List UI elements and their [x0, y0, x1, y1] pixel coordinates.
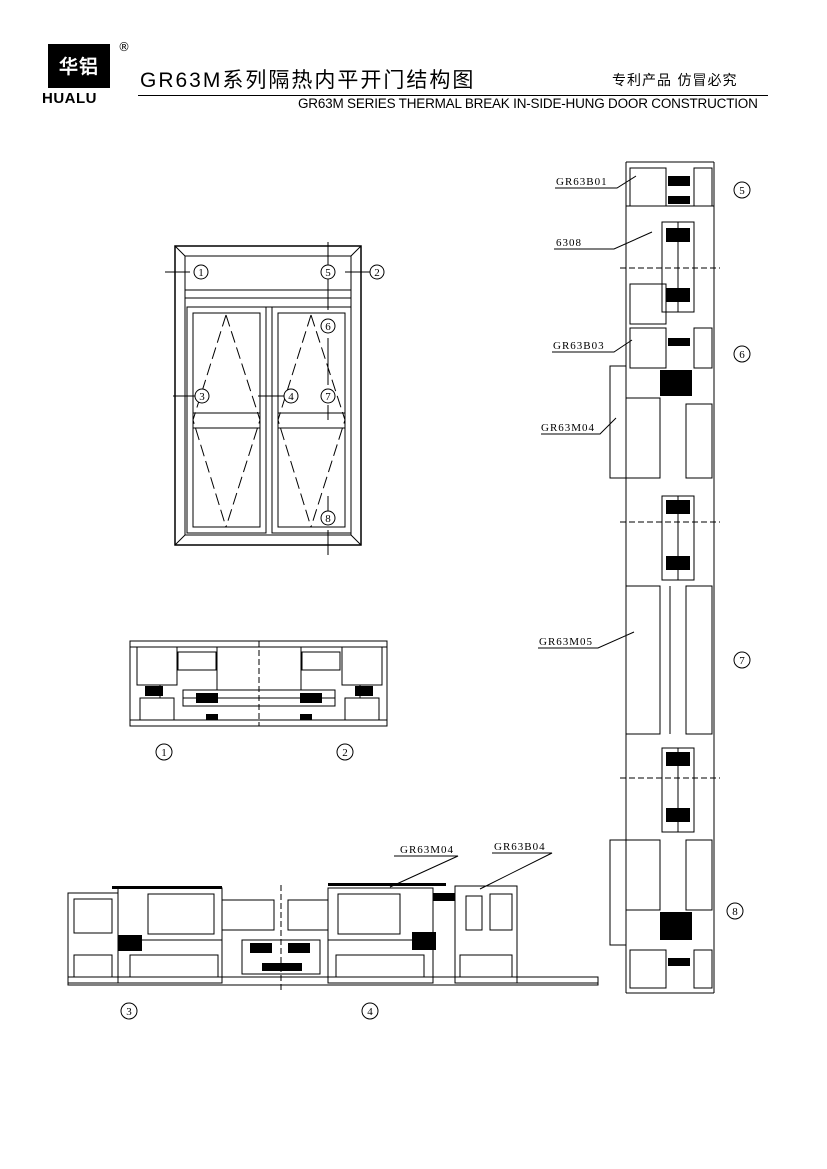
elevation-markers: 1 2 3 4 5 6 7 8 — [193, 264, 385, 526]
logo-english-text: HUALU — [42, 90, 97, 107]
section-5-marker: 5 — [733, 181, 751, 199]
section-4-marker: 4 — [361, 1002, 379, 1020]
marker-4-text: 4 — [288, 391, 294, 403]
section-transom-thermal-strips — [145, 686, 373, 720]
section-7-marker-text: 7 — [739, 655, 745, 667]
section-5-marker-text: 5 — [739, 185, 745, 197]
section-3-marker: 3 — [120, 1002, 138, 1020]
marker-2: 2 — [369, 264, 385, 280]
section-vertical-thermal-strips — [660, 176, 692, 966]
marker-8-text: 8 — [325, 513, 331, 525]
section-8-marker: 8 — [726, 902, 744, 920]
section-door-thermal-strips — [112, 883, 455, 971]
callout-gr63b01: GR63B01 — [555, 175, 637, 189]
marker-2-text: 2 — [374, 267, 380, 279]
section-2-marker-text: 2 — [342, 747, 348, 759]
callout-gr63b04: GR63B04 — [479, 841, 553, 890]
callout-gr63b01-text: GR63B01 — [556, 176, 608, 188]
marker-5: 5 — [320, 264, 336, 280]
marker-5-text: 5 — [325, 267, 331, 279]
callout-6308: 6308 — [554, 231, 653, 250]
marker-3-text: 3 — [199, 391, 205, 403]
logo-chinese-text: 华铝 — [58, 56, 99, 78]
marker-1-text: 1 — [198, 267, 204, 279]
marker-3: 3 — [194, 388, 210, 404]
brand-logo: 华铝 — [48, 44, 116, 88]
section-8-marker-text: 8 — [732, 906, 738, 918]
callout-gr63b03-text: GR63B03 — [553, 340, 605, 352]
section-6-marker: 6 — [733, 345, 751, 363]
section-7-marker: 7 — [733, 651, 751, 669]
marker-7-text: 7 — [325, 391, 331, 403]
section-3-marker-text: 3 — [126, 1006, 132, 1018]
marker-6-text: 6 — [325, 321, 331, 333]
title-rule — [138, 95, 768, 96]
callout-gr63b03: GR63B03 — [552, 339, 633, 353]
logo-mark: 华铝 — [48, 44, 110, 88]
registered-mark: ® — [118, 40, 130, 54]
section-4-marker-text: 4 — [367, 1006, 373, 1018]
callout-gr63m04-vertical: GR63M04 — [541, 417, 617, 435]
marker-8: 8 — [320, 510, 336, 526]
section-6-marker-text: 6 — [739, 349, 745, 361]
page-subtitle: GR63M SERIES THERMAL BREAK IN-SIDE-HUNG … — [298, 96, 758, 111]
page-title: GR63M系列隔热内平开门结构图 — [140, 69, 476, 92]
callout-gr63b04-text: GR63B04 — [494, 841, 546, 853]
section-1-marker: 1 — [155, 743, 173, 761]
patent-notice: 专利产品 仿冒必究 — [612, 73, 738, 89]
marker-4: 4 — [283, 388, 299, 404]
marker-6: 6 — [320, 318, 336, 334]
section-transom — [129, 640, 388, 727]
section-door-horizontal — [67, 885, 599, 990]
callout-gr63m04-h-text: GR63M04 — [400, 844, 454, 856]
marker-7: 7 — [320, 388, 336, 404]
callout-6308-text: 6308 — [556, 237, 582, 249]
section-vertical — [609, 161, 720, 994]
callout-gr63m04-v-text: GR63M04 — [541, 422, 595, 434]
callout-gr63m05-text: GR63M05 — [539, 636, 593, 648]
callout-gr63m05: GR63M05 — [538, 631, 635, 649]
section-1-marker-text: 1 — [161, 747, 167, 759]
callout-gr63m04-horizontal: GR63M04 — [389, 844, 459, 888]
section-2-marker: 2 — [336, 743, 354, 761]
marker-1: 1 — [193, 264, 209, 280]
